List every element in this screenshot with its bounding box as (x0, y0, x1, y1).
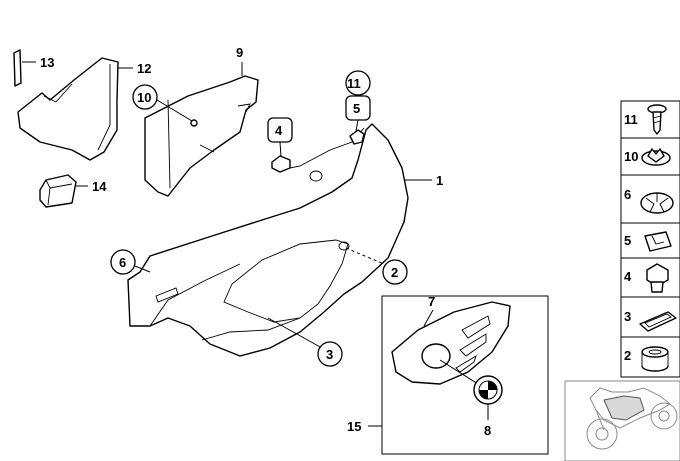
speed-nut-icon (644, 231, 672, 252)
legend-label-11: 11 (624, 112, 638, 127)
callout-14: 14 (92, 179, 107, 194)
callout-6: 6 (119, 255, 126, 270)
legend-label-5: 5 (624, 233, 631, 248)
grommet-icon (641, 346, 669, 372)
callout-13: 13 (40, 55, 54, 70)
callout-5: 5 (353, 101, 360, 116)
legend-label-6: 6 (624, 187, 631, 202)
rubber-pad-icon (639, 311, 677, 332)
motorcycle-thumbnail (564, 380, 680, 461)
part-1-side-fairing: 1 (127, 123, 443, 357)
callout-2: 2 (391, 265, 398, 280)
part-4-clip-on-fairing: 4 (267, 117, 293, 173)
callout-11-marker: 11 (345, 70, 371, 96)
callout-2-marker: 2 (345, 247, 408, 285)
legend-row-6: 6 (620, 174, 680, 224)
detail-box-15: 15 7 8 (347, 294, 549, 455)
callout-10: 10 (137, 90, 151, 105)
motorcycle-icon (586, 387, 678, 450)
part-12-cover: 12 (17, 57, 151, 161)
part-14-block: 14 (39, 174, 107, 208)
screw-icon (647, 104, 667, 135)
legend-row-10: 10 (620, 137, 680, 176)
legend-row-2: 2 (620, 336, 680, 378)
part-9-inner-panel: 9 (144, 45, 259, 197)
legend-label-10: 10 (624, 149, 638, 164)
legend-row-5: 5 (620, 222, 680, 259)
fastener-legend: 11 10 6 (620, 100, 680, 378)
callout-11: 11 (347, 76, 361, 91)
legend-label-2: 2 (624, 348, 631, 363)
legend-label-4: 4 (624, 269, 632, 284)
callout-1: 1 (436, 173, 443, 188)
part-13-strip: 13 (13, 49, 54, 87)
legend-row-11: 11 (620, 100, 680, 139)
legend-label-3: 3 (624, 309, 631, 324)
legend-row-4: 4 (620, 257, 680, 298)
clip-nut-icon (646, 263, 669, 293)
callout-8: 8 (484, 423, 491, 438)
callout-10-marker: 10 (132, 84, 198, 127)
part-5-nut-on-fairing: 5 (345, 95, 371, 145)
callout-4: 4 (275, 123, 283, 138)
callout-3: 3 (326, 347, 333, 362)
callout-6-marker: 6 (110, 249, 151, 275)
part-8-roundel-emblem: 8 (439, 359, 503, 438)
expanding-nut-icon (641, 148, 671, 166)
callout-9: 9 (236, 45, 243, 60)
callout-15: 15 (347, 419, 361, 434)
callout-3-marker: 3 (267, 317, 343, 367)
callout-12: 12 (137, 61, 151, 76)
callout-7: 7 (428, 294, 435, 309)
legend-row-3: 3 (620, 296, 680, 338)
spring-clip-icon (640, 192, 674, 214)
